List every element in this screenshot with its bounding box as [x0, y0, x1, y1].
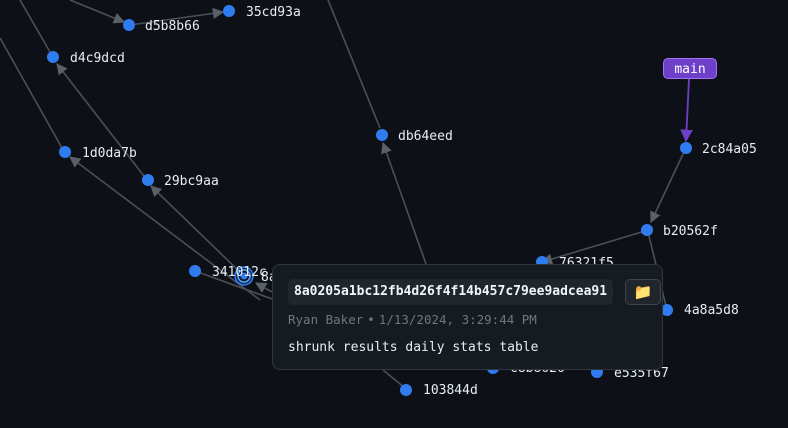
commit-label-d5b8b66: d5b8b66	[145, 19, 200, 34]
commit-node-29bc9aa[interactable]	[142, 174, 154, 186]
commit-meta: Ryan Baker•1/13/2024, 3:29:44 PM	[288, 312, 537, 327]
commit-node-4a8a5d8[interactable]	[661, 304, 673, 316]
branch-tag-main[interactable]: main	[663, 58, 717, 79]
commit-node-d4c9dcd[interactable]	[47, 51, 59, 63]
commit-node-341012c[interactable]	[189, 265, 201, 277]
commit-date: 1/13/2024, 3:29:44 PM	[378, 312, 537, 327]
edge-8a-29bc9aa	[150, 185, 245, 277]
commit-label-103844d: 103844d	[423, 383, 478, 398]
commit-nodes	[47, 5, 692, 396]
commit-node-35cd93a[interactable]	[223, 5, 235, 17]
edge-103844d-db64eed	[381, 141, 427, 265]
commit-label-1d0da7b: 1d0da7b	[82, 146, 137, 161]
commit-hash[interactable]: 8a0205a1bc12fb4d26f4f14b457c79ee9adcea91	[288, 279, 614, 305]
commit-node-8a0205a[interactable]	[240, 272, 248, 280]
edge-top-db64eed	[327, 0, 381, 129]
commit-tooltip: 8a0205a1bc12fb4d26f4f14b457c79ee9adcea91…	[272, 264, 663, 370]
commit-node-1d0da7b[interactable]	[59, 146, 71, 158]
commit-node-103844d[interactable]	[400, 384, 412, 396]
edge-top-left	[69, 0, 126, 24]
edge-left-d4c9dcd	[19, 0, 51, 53]
edge-d5b8b66-35cd93a	[129, 7, 225, 26]
edge-29bc9aa-d4c9dcd	[56, 63, 148, 181]
edge-b20562f-76321f5	[540, 230, 646, 265]
commit-label-d4c9dcd: d4c9dcd	[70, 51, 125, 66]
commit-label-2c84a05: 2c84a05	[702, 142, 757, 157]
commit-label-db64eed: db64eed	[398, 129, 453, 144]
edge-8a-inbound	[255, 282, 273, 293]
commit-label-b20562f: b20562f	[663, 224, 718, 239]
commit-node-b20562f[interactable]	[641, 224, 653, 236]
edge-2c84a05-b20562f	[650, 151, 685, 224]
edge-main-2c84a05	[680, 78, 693, 143]
commit-label-35cd93a: 35cd93a	[246, 5, 301, 20]
edge-341012c-1d0da7b	[69, 156, 261, 301]
folder-icon[interactable]: 📁	[625, 279, 661, 305]
commit-label-341012c: 341012c	[212, 265, 267, 280]
commit-author: Ryan Baker	[288, 312, 364, 327]
commit-label-4a8a5d8: 4a8a5d8	[684, 303, 739, 318]
edge-8a-341012c	[194, 270, 276, 301]
commit-node-db64eed[interactable]	[376, 129, 388, 141]
edge-left-1d0da7b	[0, 37, 63, 149]
edge-103844d-down	[382, 369, 406, 389]
meta-separator: •	[367, 312, 375, 327]
commit-label-29bc9aa: 29bc9aa	[164, 174, 219, 189]
commit-node-2c84a05[interactable]	[680, 142, 692, 154]
commit-node-d5b8b66[interactable]	[123, 19, 135, 31]
commit-message: shrunk results daily stats table	[288, 340, 539, 355]
edges	[0, 0, 693, 389]
